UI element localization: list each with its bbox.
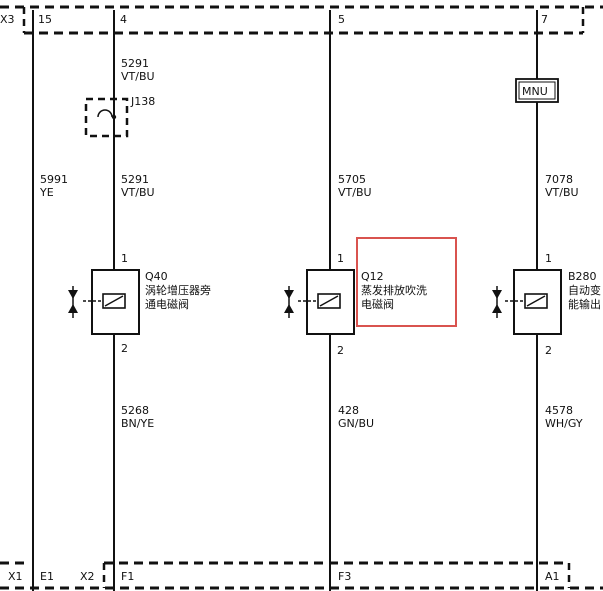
q40-name-2: 通电磁阀 [145,297,189,311]
pin-bottom-4: A1 [545,570,560,583]
wire-col3-bottom-color: WH/GY [545,417,583,430]
wire-col2-bottom-color: GN/BU [338,417,374,430]
top-connector: X3 [0,5,603,35]
wire-col2-mid-code: 5705 [338,173,366,186]
q12-name-1: 蒸发排放吹洗 [361,283,427,297]
q40-name-1: 涡轮增压器旁 [145,283,211,297]
q12-pin-bottom: 2 [337,344,344,357]
bottom-connector-x2: X2 [80,570,95,583]
q40-id: Q40 [145,270,168,283]
wire-col1-bottom-color: BN/YE [121,417,154,430]
wire-col1-bottom-code: 5268 [121,404,149,417]
pin-top-1: 15 [38,13,52,26]
wire-left-code: 5991 [40,173,68,186]
q40-pin-bottom: 2 [121,342,128,355]
splice-label: J138 [130,95,155,108]
wire-col1-top-code: 5291 [121,57,149,70]
splice-j138: J138 [84,95,155,138]
mnu-box: MNU [515,78,559,103]
wire-col3-mid-color: VT/BU [545,186,579,199]
bottom-connector: X1 X2 [0,561,603,590]
q12-id: Q12 [361,270,384,283]
wire-col1-mid-color: VT/BU [121,186,155,199]
wire-col1-top-color: VT/BU [121,70,155,83]
b280-id: B280 [568,270,597,283]
pin-top-3: 5 [338,13,345,26]
q12-pin-top: 1 [337,252,344,265]
mnu-label: MNU [522,85,548,98]
wire-left-color: YE [39,186,54,199]
pin-bottom-1: E1 [40,570,54,583]
b280-name-1: 自动变 [568,283,601,297]
wire-col2-bottom-code: 428 [338,404,359,417]
wire-col3-mid-code: 7078 [545,173,573,186]
q12-name-2: 电磁阀 [361,297,394,311]
b280-name-2: 能输出 [568,297,601,311]
solenoid-q40: 1 2 Q40 涡轮增压器旁 通电磁阀 [68,252,211,355]
top-connector-label: X3 [0,13,15,26]
pin-bottom-2: F1 [121,570,134,583]
pin-bottom-3: F3 [338,570,351,583]
wire-col1-mid-code: 5291 [121,173,149,186]
pin-top-4: 7 [541,13,548,26]
highlight-box [356,237,457,327]
pin-top-2: 4 [120,13,127,26]
solenoid-q12: 1 2 Q12 蒸发排放吹洗 电磁阀 [284,252,427,357]
bottom-connector-x1: X1 [8,570,23,583]
solenoid-b280: 1 2 B280 自动变 能输出 [492,252,601,357]
wire-col3-bottom-code: 4578 [545,404,573,417]
q40-pin-top: 1 [121,252,128,265]
b280-pin-bottom: 2 [545,344,552,357]
wire-col2-mid-color: VT/BU [338,186,372,199]
b280-pin-top: 1 [545,252,552,265]
